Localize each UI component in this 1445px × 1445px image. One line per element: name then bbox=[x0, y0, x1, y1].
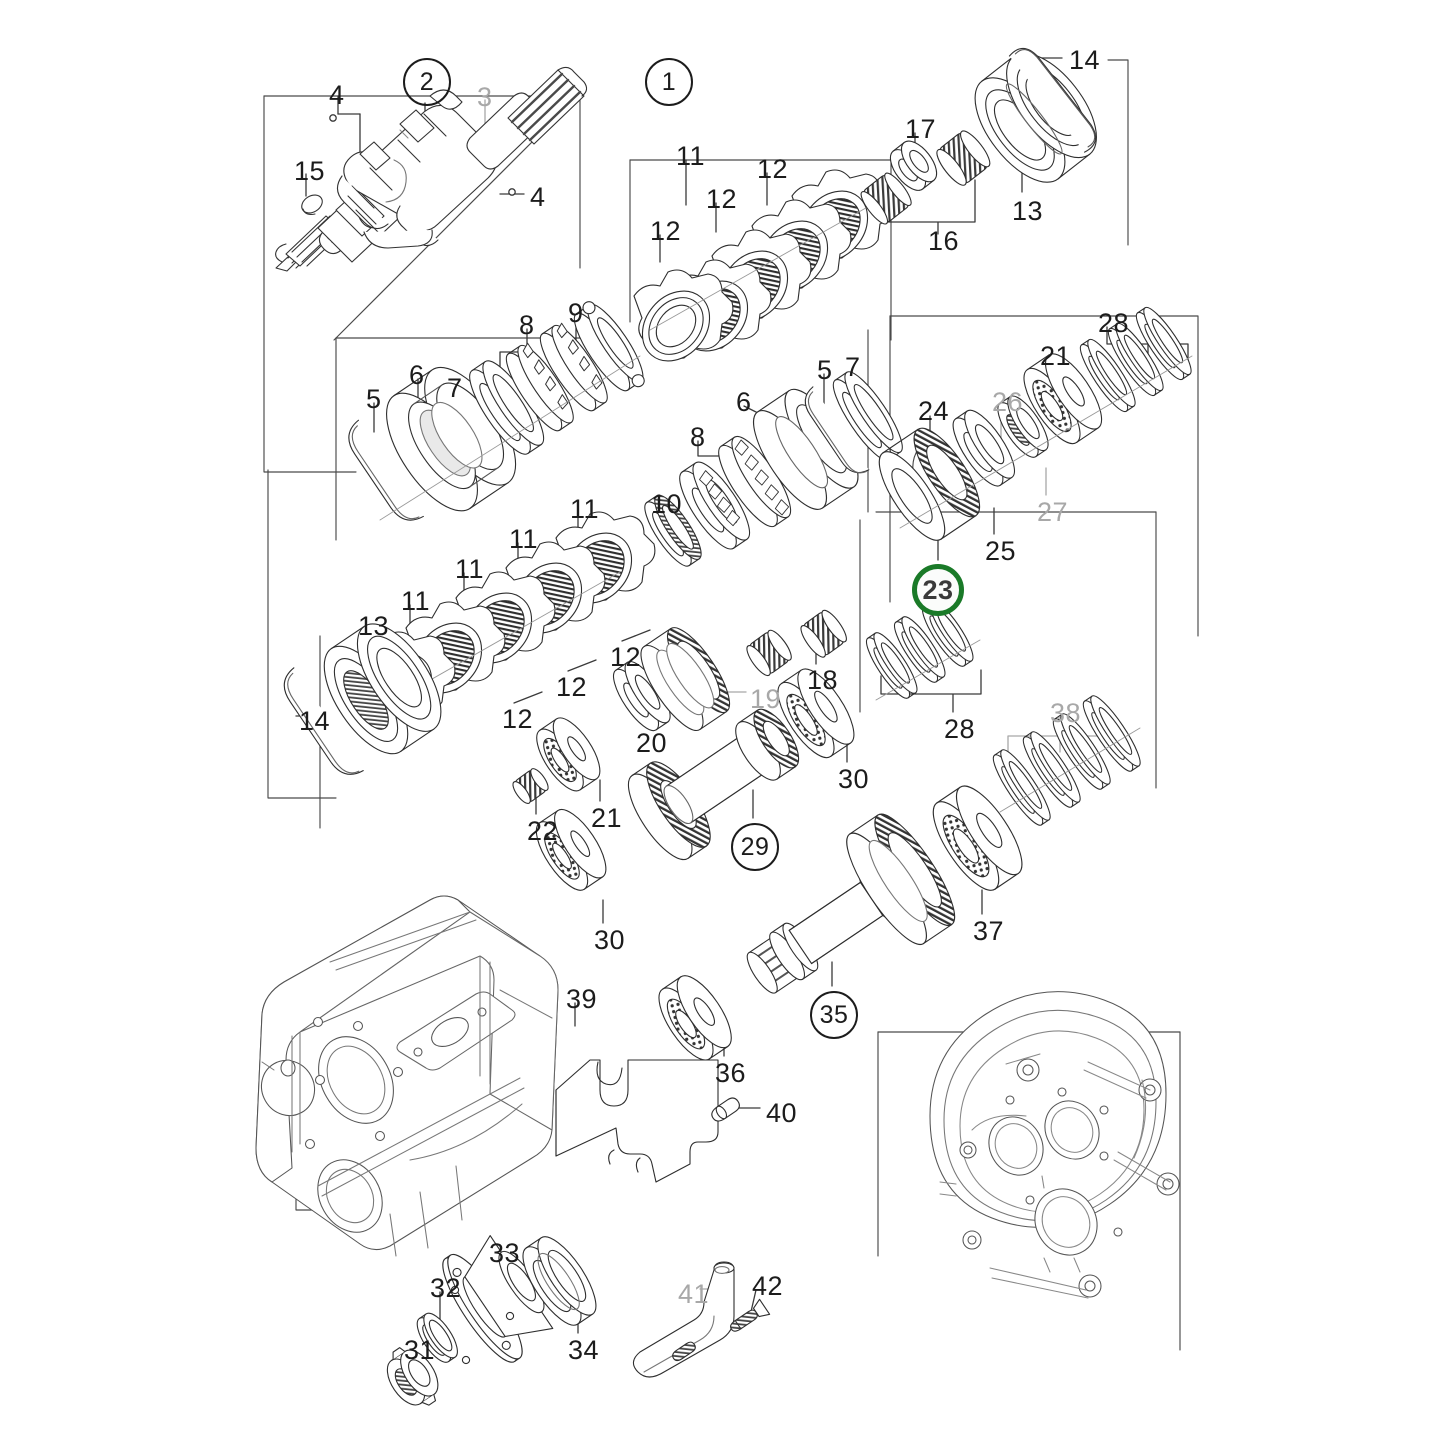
part-callout-11[interactable]: 11 bbox=[401, 586, 431, 616]
part-callout-19[interactable]: 19 bbox=[750, 684, 782, 714]
part-callout-20[interactable]: 20 bbox=[636, 728, 668, 758]
part-callout-12[interactable]: 12 bbox=[650, 216, 682, 246]
part-callout-5[interactable]: 5 bbox=[366, 384, 382, 414]
part-callout-16[interactable]: 16 bbox=[928, 226, 960, 256]
part-callout-4[interactable]: 4 bbox=[530, 182, 546, 212]
part-callout-21[interactable]: 21 bbox=[591, 803, 623, 833]
group-right-column bbox=[878, 306, 1193, 541]
part-callout-12[interactable]: 12 bbox=[502, 704, 534, 734]
part-callout-8[interactable]: 8 bbox=[519, 310, 535, 340]
part-callout-22[interactable]: 22 bbox=[527, 816, 559, 846]
housing-bell bbox=[929, 991, 1180, 1299]
part-callout-34[interactable]: 34 bbox=[568, 1335, 600, 1365]
part-callout-7[interactable]: 7 bbox=[845, 352, 861, 382]
part-callout-38[interactable]: 38 bbox=[1050, 698, 1082, 728]
part-callout-12[interactable]: 12 bbox=[706, 184, 738, 214]
part-callout-42[interactable]: 42 bbox=[752, 1271, 784, 1301]
gear-cluster-mid bbox=[512, 609, 855, 891]
part-callout-14[interactable]: 14 bbox=[1069, 45, 1101, 75]
bearing-36 bbox=[658, 975, 732, 1061]
part-callout-28[interactable]: 28 bbox=[1098, 308, 1130, 338]
clutch-pack-top bbox=[633, 169, 892, 362]
part-callout-10[interactable]: 10 bbox=[651, 489, 683, 519]
part-callout-4[interactable]: 4 bbox=[329, 80, 345, 110]
part-callout-17[interactable]: 17 bbox=[905, 114, 937, 144]
part-callout-5[interactable]: 5 bbox=[817, 355, 833, 385]
part-callout-21[interactable]: 21 bbox=[1040, 341, 1072, 371]
part-callout-32[interactable]: 32 bbox=[430, 1273, 462, 1303]
group-5-8-right bbox=[644, 371, 903, 567]
part-callout-41[interactable]: 41 bbox=[678, 1279, 710, 1309]
part-callout-15[interactable]: 15 bbox=[294, 156, 326, 186]
part-callout-12[interactable]: 12 bbox=[610, 642, 642, 672]
part-callout-7[interactable]: 7 bbox=[447, 373, 463, 403]
part-callout-12[interactable]: 12 bbox=[556, 672, 588, 702]
part-callout-23[interactable]: 23 bbox=[912, 564, 964, 616]
part-callout-11[interactable]: 11 bbox=[455, 554, 485, 584]
part-callout-12[interactable]: 12 bbox=[757, 154, 789, 184]
part-callout-11[interactable]: 11 bbox=[676, 141, 706, 171]
part-callout-6[interactable]: 6 bbox=[409, 360, 425, 390]
part-callout-9[interactable]: 9 bbox=[568, 298, 584, 328]
output-shaft-35-37 bbox=[746, 785, 1023, 994]
breather-41-42 bbox=[632, 1261, 771, 1378]
part-callout-8[interactable]: 8 bbox=[690, 422, 706, 452]
part-callout-2[interactable]: 2 bbox=[403, 58, 451, 106]
part-callout-6[interactable]: 6 bbox=[736, 387, 752, 417]
part-input-shaft-fork bbox=[275, 66, 588, 272]
part-callout-13[interactable]: 13 bbox=[358, 611, 390, 641]
part-15-plug bbox=[301, 194, 323, 215]
baffle-39-plug-40 bbox=[555, 1059, 740, 1183]
group-5-9-left bbox=[348, 301, 645, 521]
part-callout-37[interactable]: 37 bbox=[973, 916, 1005, 946]
part-callout-29[interactable]: 29 bbox=[731, 823, 779, 871]
part-callout-35[interactable]: 35 bbox=[810, 991, 858, 1039]
part-callout-27[interactable]: 27 bbox=[1037, 497, 1069, 527]
part-callout-31[interactable]: 31 bbox=[404, 1335, 436, 1365]
part-callout-36[interactable]: 36 bbox=[715, 1058, 747, 1088]
part-callout-40[interactable]: 40 bbox=[766, 1098, 798, 1128]
bearings-16-17-13-14 bbox=[860, 47, 1097, 225]
part-callout-11[interactable]: 11 bbox=[570, 494, 600, 524]
part-callout-11[interactable]: 11 bbox=[509, 524, 539, 554]
part-callout-13[interactable]: 13 bbox=[1012, 196, 1044, 226]
part-callout-30[interactable]: 30 bbox=[838, 764, 870, 794]
part-callout-28[interactable]: 28 bbox=[944, 714, 976, 744]
part-callout-25[interactable]: 25 bbox=[985, 536, 1017, 566]
shims-28-lower bbox=[865, 600, 981, 701]
part-callout-30[interactable]: 30 bbox=[594, 925, 626, 955]
part-callout-3[interactable]: 3 bbox=[477, 82, 493, 112]
part-callout-33[interactable]: 33 bbox=[489, 1238, 521, 1268]
part-callout-14[interactable]: 14 bbox=[299, 706, 331, 736]
shims-38 bbox=[992, 695, 1141, 826]
housing-main bbox=[255, 895, 559, 1257]
part-callout-26[interactable]: 26 bbox=[992, 387, 1024, 417]
part-callout-18[interactable]: 18 bbox=[807, 665, 839, 695]
retainer-31-34 bbox=[386, 1235, 597, 1406]
bearing-13-14-lower bbox=[283, 623, 442, 775]
part-callout-39[interactable]: 39 bbox=[566, 984, 598, 1014]
part-callout-24[interactable]: 24 bbox=[918, 396, 950, 426]
part-callout-1[interactable]: 1 bbox=[645, 58, 693, 106]
